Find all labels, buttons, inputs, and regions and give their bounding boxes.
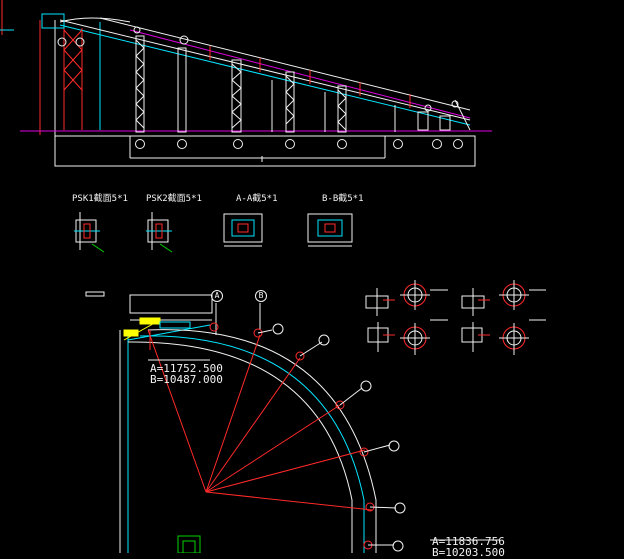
coord-bottom-a: A=11836.756	[432, 535, 505, 548]
coord-top-a: A=11752.500	[150, 362, 223, 375]
section-label-a-a: A-A截5*1	[236, 194, 278, 204]
axis-bubble-a: A	[211, 290, 223, 302]
node-details	[365, 280, 546, 355]
axis-bubble-b: B	[255, 290, 267, 302]
coord-top-b: B=10487.000	[150, 373, 223, 386]
elevation-view	[0, 0, 492, 167]
section-label-psk2: PSK2截面5*1	[146, 194, 202, 204]
section-details	[74, 212, 353, 253]
plan-view	[85, 291, 500, 553]
section-label-b-b: B-B截5*1	[322, 194, 364, 204]
section-label-psk1: PSK1截面5*1	[72, 194, 128, 204]
